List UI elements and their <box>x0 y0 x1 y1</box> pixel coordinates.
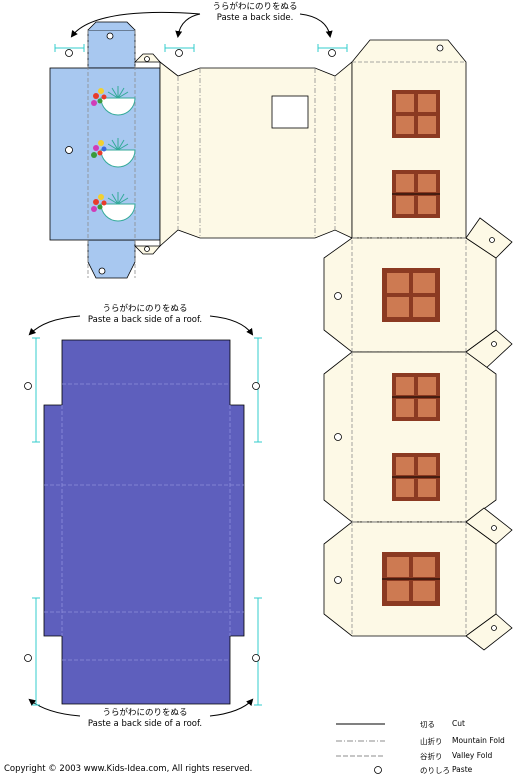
window-icon <box>392 170 440 218</box>
paste-note-roof-bottom-ja: うらがわにのりをぬる <box>102 708 188 718</box>
window-icon <box>392 453 440 501</box>
flower-pot-icon <box>91 138 136 168</box>
legend-mountain: 山折り Mountain Fold <box>332 736 518 746</box>
paste-arrows-roof <box>28 315 254 717</box>
paste-note-top-en: Paste a back side. <box>216 13 294 23</box>
legend-valley: 谷折り Valley Fold <box>332 751 518 761</box>
copyright-notice: Copyright © 2003 www.Kids-Idea.com, All … <box>4 764 253 774</box>
legend-valley-en: Valley Fold <box>452 751 493 760</box>
window-icon <box>382 552 440 606</box>
flower-pot-icon <box>91 86 136 116</box>
legend-cut-ja: 切る <box>420 720 435 729</box>
legend-mountain-ja: 山折り <box>420 737 443 746</box>
legend-lines <box>336 723 385 774</box>
wall-strip-top <box>159 61 353 247</box>
paste-note-roof-bottom: うらがわにのりをぬる Paste a back side of a roof. <box>70 708 220 730</box>
window-icon <box>392 90 440 138</box>
blue-bottom-tab <box>87 239 136 279</box>
paste-dots <box>24 49 336 662</box>
roof-piece <box>43 339 245 705</box>
window-icon <box>392 373 440 421</box>
legend-cut: 切る Cut <box>332 719 518 729</box>
legend-mountain-en: Mountain Fold <box>452 736 505 745</box>
legend-paste-en: Paste <box>452 765 473 774</box>
paste-note-roof-top: うらがわにのりをぬる Paste a back side of a roof. <box>70 304 220 326</box>
guide-marks <box>32 44 348 706</box>
flower-pot-icon <box>91 192 136 222</box>
paste-note-top: うらがわにのりをぬる Paste a back side. <box>200 2 310 24</box>
paste-dot <box>65 146 73 154</box>
blue-side-wall <box>49 21 161 279</box>
paste-note-roof-bottom-en: Paste a back side of a roof. <box>87 719 203 729</box>
legend-valley-ja: 谷折り <box>420 752 443 761</box>
legend-cut-en: Cut <box>452 719 465 728</box>
cutout-window <box>271 95 309 129</box>
paste-arrows-top <box>70 11 333 38</box>
window-icon <box>382 268 440 322</box>
paste-note-top-ja: うらがわにのりをぬる <box>212 2 298 12</box>
paste-note-roof-top-en: Paste a back side of a roof. <box>87 315 203 325</box>
legend-paste-ja: のりしろ <box>420 766 450 775</box>
paste-note-roof-top-ja: うらがわにのりをぬる <box>102 304 188 314</box>
legend-paste: のりしろ Paste <box>332 765 518 775</box>
